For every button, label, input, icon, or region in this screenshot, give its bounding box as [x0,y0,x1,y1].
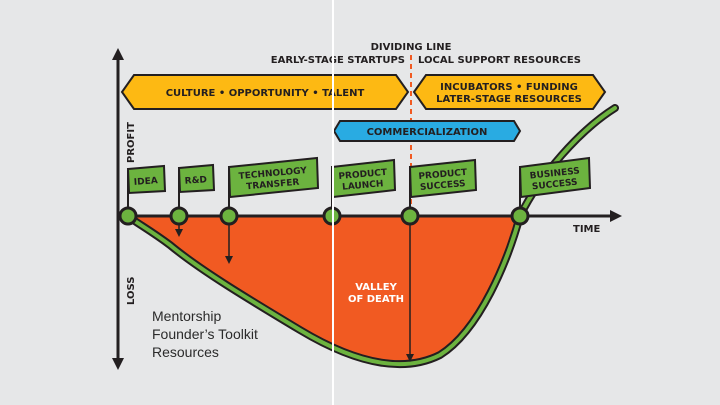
early-stage-label: EARLY-STAGE STARTUPS [271,55,405,66]
milestone-product-success: PRODUCT SUCCESS [400,158,478,226]
rd-node [169,206,189,226]
idea-node [118,206,138,226]
milestone-technology-transfer: TECHNOLOGY TRANSFER [219,156,320,226]
profit-axis-arrowhead [112,48,124,60]
idea-flag-text: IDEA [134,176,159,188]
incubators-banner-line2: LATER-STAGE RESOURCES [436,94,582,105]
notes-list: Mentorship Founder’s Toolkit Resources [152,307,258,361]
product-success-flag-line1: PRODUCT [418,168,468,182]
product-success-node [400,206,420,226]
technology-transfer-node [219,206,239,226]
valley-label-line2: OF DEATH [348,294,404,305]
incubators-banner [412,74,607,110]
product-success-flag-line2: SUCCESS [420,179,466,193]
business-success-flag [518,156,592,199]
rd-drop-arrowhead [175,229,183,237]
note-founders-toolkit: Founder’s Toolkit [152,326,258,342]
rd-flag [177,163,216,194]
culture-banner-text: CULTURE • OPPORTUNITY • TALENT [166,88,365,99]
rd-flag-text: R&D [184,175,207,187]
business-success-flag-line2: SUCCESS [532,178,579,193]
note-resources: Resources [152,344,219,360]
product-launch-flag-line2: LAUNCH [342,179,384,193]
milestone-product-launch: PRODUCT LAUNCH [322,158,397,226]
tech-transfer-drop-arrowhead [225,256,233,264]
product-launch-flag-line1: PRODUCT [338,168,388,182]
note-mentorship: Mentorship [152,308,222,324]
commercialization-banner [332,120,522,142]
valley-label-line1: VALLEY [355,282,397,293]
dividing-line-label: DIVIDING LINE [371,42,452,53]
idea-flag [126,164,167,195]
milestone-idea: IDEA [118,164,167,226]
product-success-drop-arrowhead [406,354,414,362]
culture-banner [120,74,410,110]
product-success-flag [408,158,478,199]
milestone-business-success: BUSINESS SUCCESS [510,156,592,226]
business-success-node [510,206,530,226]
time-label: TIME [573,224,600,235]
profit-label: PROFIT [126,122,137,163]
milestone-rd: R&D [169,163,216,226]
incubators-banner-line1: INCUBATORS • FUNDING [440,82,578,93]
loss-label: LOSS [126,277,137,305]
technology-transfer-flag-line2: TRANSFER [246,178,300,193]
technology-transfer-flag [227,156,320,199]
time-axis-arrowhead [610,210,622,222]
local-support-label: LOCAL SUPPORT RESOURCES [418,55,581,66]
loss-axis-arrowhead [112,358,124,370]
commercialization-banner-text: COMMERCIALIZATION [367,127,488,138]
